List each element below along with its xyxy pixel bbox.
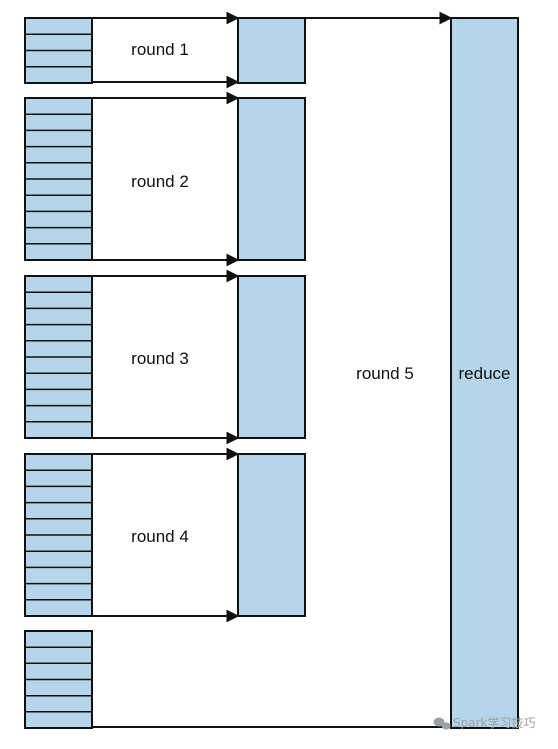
round-4-label: round 4 <box>131 527 189 546</box>
input-stack-4 <box>24 453 93 617</box>
round-1-label: round 1 <box>131 40 189 59</box>
round-4-group: round 4 <box>24 447 306 623</box>
input-stack-2 <box>24 97 93 261</box>
reduce-group: reduce <box>450 17 519 729</box>
input-stack-1 <box>24 17 93 84</box>
input-stack-5 <box>24 630 93 729</box>
round-2-label: round 2 <box>131 172 189 191</box>
round-5-label: round 5 <box>356 364 414 383</box>
wechat-icon <box>433 717 451 730</box>
reduce-label: reduce <box>459 364 511 383</box>
round-3-group: round 3 <box>24 269 306 445</box>
round-5-group: round 5 <box>24 11 453 729</box>
round-3-label: round 3 <box>131 349 189 368</box>
input-stack-3 <box>24 275 93 439</box>
round-1-group: round 1 <box>24 11 306 89</box>
merged-block-1 <box>237 17 306 84</box>
reduce-block <box>450 17 519 729</box>
round-2-group: round 2 <box>24 91 306 267</box>
watermark: Spark学习技巧 <box>433 715 535 730</box>
watermark-text: Spark学习技巧 <box>453 715 535 730</box>
merged-block-3 <box>237 275 306 439</box>
merged-block-4 <box>237 453 306 617</box>
merged-block-2 <box>237 97 306 261</box>
